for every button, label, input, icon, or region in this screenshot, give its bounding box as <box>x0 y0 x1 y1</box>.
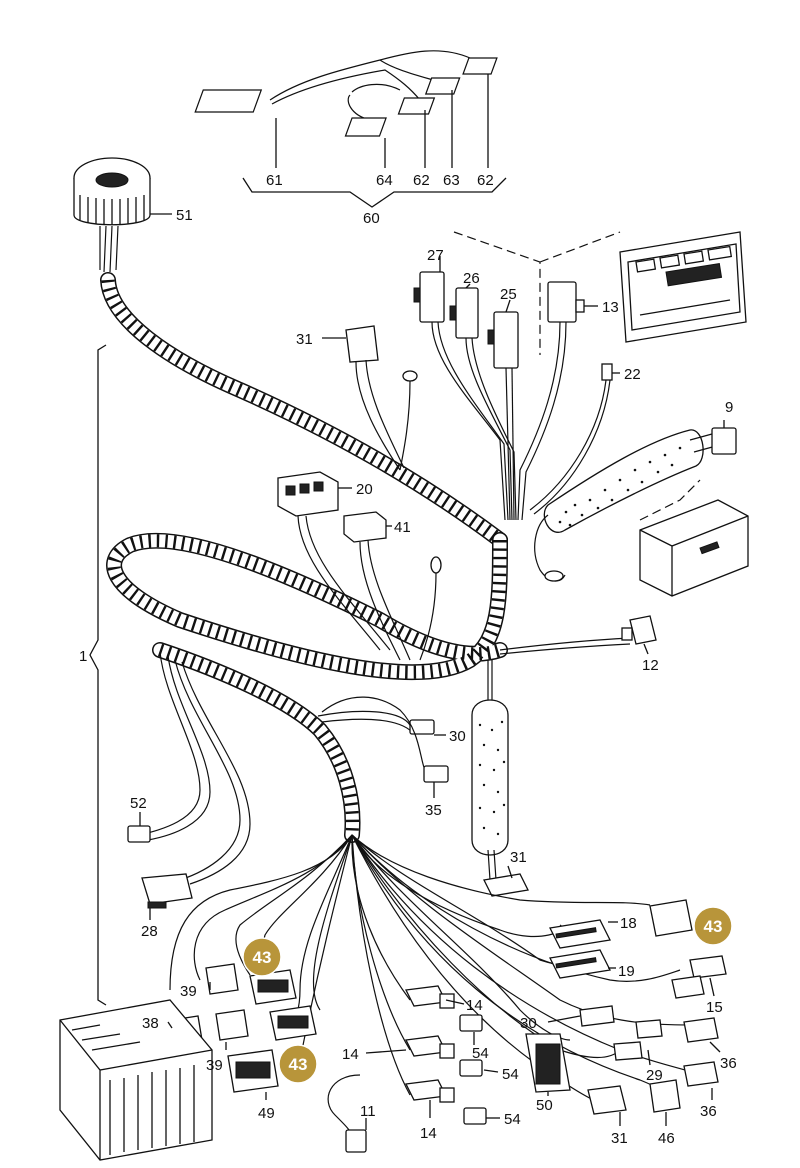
label-62: 62 <box>413 172 430 189</box>
label-35: 35 <box>425 802 442 819</box>
badge-label: 43 <box>253 948 272 967</box>
label-64: 64 <box>376 172 393 189</box>
label-11: 11 <box>360 1103 376 1120</box>
label-51: 51 <box>176 207 193 224</box>
label-61: 61 <box>266 172 283 189</box>
label-19: 19 <box>618 963 635 980</box>
label-36: 36 <box>700 1103 717 1120</box>
highlight-badges: 43 43 43 <box>242 906 733 1084</box>
connectors-20-41-31 <box>277 325 442 661</box>
label-20: 20 <box>356 481 373 498</box>
label-13: 13 <box>602 299 619 316</box>
label-39: 39 <box>180 983 197 1000</box>
label-49: 49 <box>258 1105 275 1122</box>
label-27: 27 <box>427 247 444 264</box>
climate-control-panel <box>453 231 747 355</box>
highlight-badge[interactable]: 43 <box>693 906 733 946</box>
label-38: 38 <box>142 1015 159 1032</box>
left-branches <box>127 651 251 909</box>
connectors-top-right <box>413 271 613 521</box>
label-31: 31 <box>296 331 313 348</box>
label-54: 54 <box>502 1066 519 1083</box>
label-36: 36 <box>720 1055 737 1072</box>
badge-label: 43 <box>704 917 723 936</box>
label-62: 62 <box>477 172 494 189</box>
label-12: 12 <box>642 657 659 674</box>
main-wiring-harness <box>100 272 631 843</box>
label-29: 29 <box>646 1067 663 1084</box>
label-28: 28 <box>141 923 158 940</box>
label-31: 31 <box>611 1130 628 1147</box>
blower-motor-51 <box>73 157 151 273</box>
label-26: 26 <box>463 270 480 287</box>
brace-1 <box>89 344 107 1006</box>
label-54: 54 <box>504 1111 521 1128</box>
lower-components <box>59 899 727 1161</box>
label-41: 41 <box>394 519 411 536</box>
highlight-badge[interactable]: 43 <box>278 1044 318 1084</box>
part-number-labels: 61 64 62 63 62 60 51 27 26 25 13 31 22 9… <box>79 172 737 1147</box>
connector-group-60 <box>194 50 507 208</box>
leader-lines <box>139 213 721 1130</box>
label-30: 30 <box>520 1015 537 1032</box>
label-63: 63 <box>443 172 460 189</box>
label-54: 54 <box>472 1045 489 1062</box>
connector-12 <box>621 615 657 645</box>
label-31: 31 <box>510 849 527 866</box>
label-18: 18 <box>620 915 637 932</box>
label-14: 14 <box>342 1046 359 1063</box>
label-52: 52 <box>130 795 147 812</box>
badge-label: 43 <box>289 1055 308 1074</box>
label-39: 39 <box>206 1057 223 1074</box>
label-9: 9 <box>725 399 733 416</box>
label-14: 14 <box>420 1125 437 1142</box>
label-46: 46 <box>658 1130 675 1147</box>
sensor-9-assembly <box>534 420 749 597</box>
label-30: 30 <box>449 728 466 745</box>
label-22: 22 <box>624 366 641 383</box>
label-60: 60 <box>363 210 380 227</box>
label-50: 50 <box>536 1097 553 1114</box>
center-sleeve-assembly <box>317 660 529 897</box>
label-15: 15 <box>706 999 723 1016</box>
label-1: 1 <box>79 648 87 665</box>
highlight-badge[interactable]: 43 <box>242 937 282 977</box>
label-25: 25 <box>500 286 517 303</box>
label-14: 14 <box>466 997 483 1014</box>
